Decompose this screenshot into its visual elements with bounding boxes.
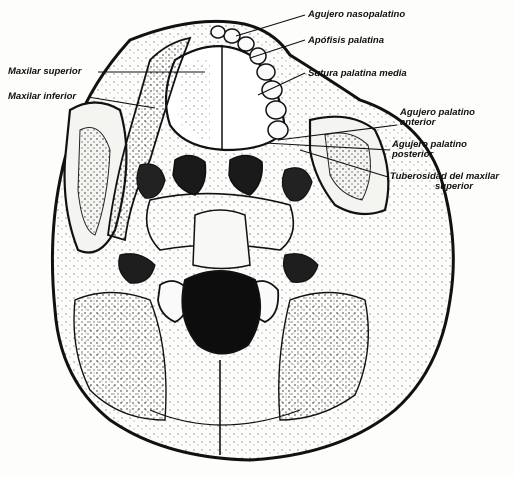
label-agujero-palatino-posterior: Agujero palatino posterior	[392, 140, 467, 160]
label-maxilar-superior: Maxilar superior	[8, 67, 81, 77]
label-agujero-nasopalatino: Agujero nasopalatino	[308, 10, 405, 20]
label-sutura-palatina-media: Sutura palatina media	[308, 69, 407, 79]
label-apofisis-palatina: Apófisis palatina	[308, 36, 384, 46]
label-tuberosidad-line2: superior	[390, 182, 499, 192]
left-occipital-squama	[74, 293, 166, 421]
basilar-part	[193, 210, 250, 269]
label-agujero-palatino-anterior: Agujero palatino anterior	[400, 108, 475, 128]
label-agujero-palatino-posterior-line2: posterior	[392, 150, 467, 160]
label-maxilar-inferior: Maxilar inferior	[8, 92, 76, 102]
foramen-magnum	[182, 271, 260, 354]
label-agujero-palatino-anterior-line2: anterior	[400, 118, 475, 128]
label-tuberosidad-maxilar: Tuberosidad del maxilar superior	[390, 172, 499, 192]
